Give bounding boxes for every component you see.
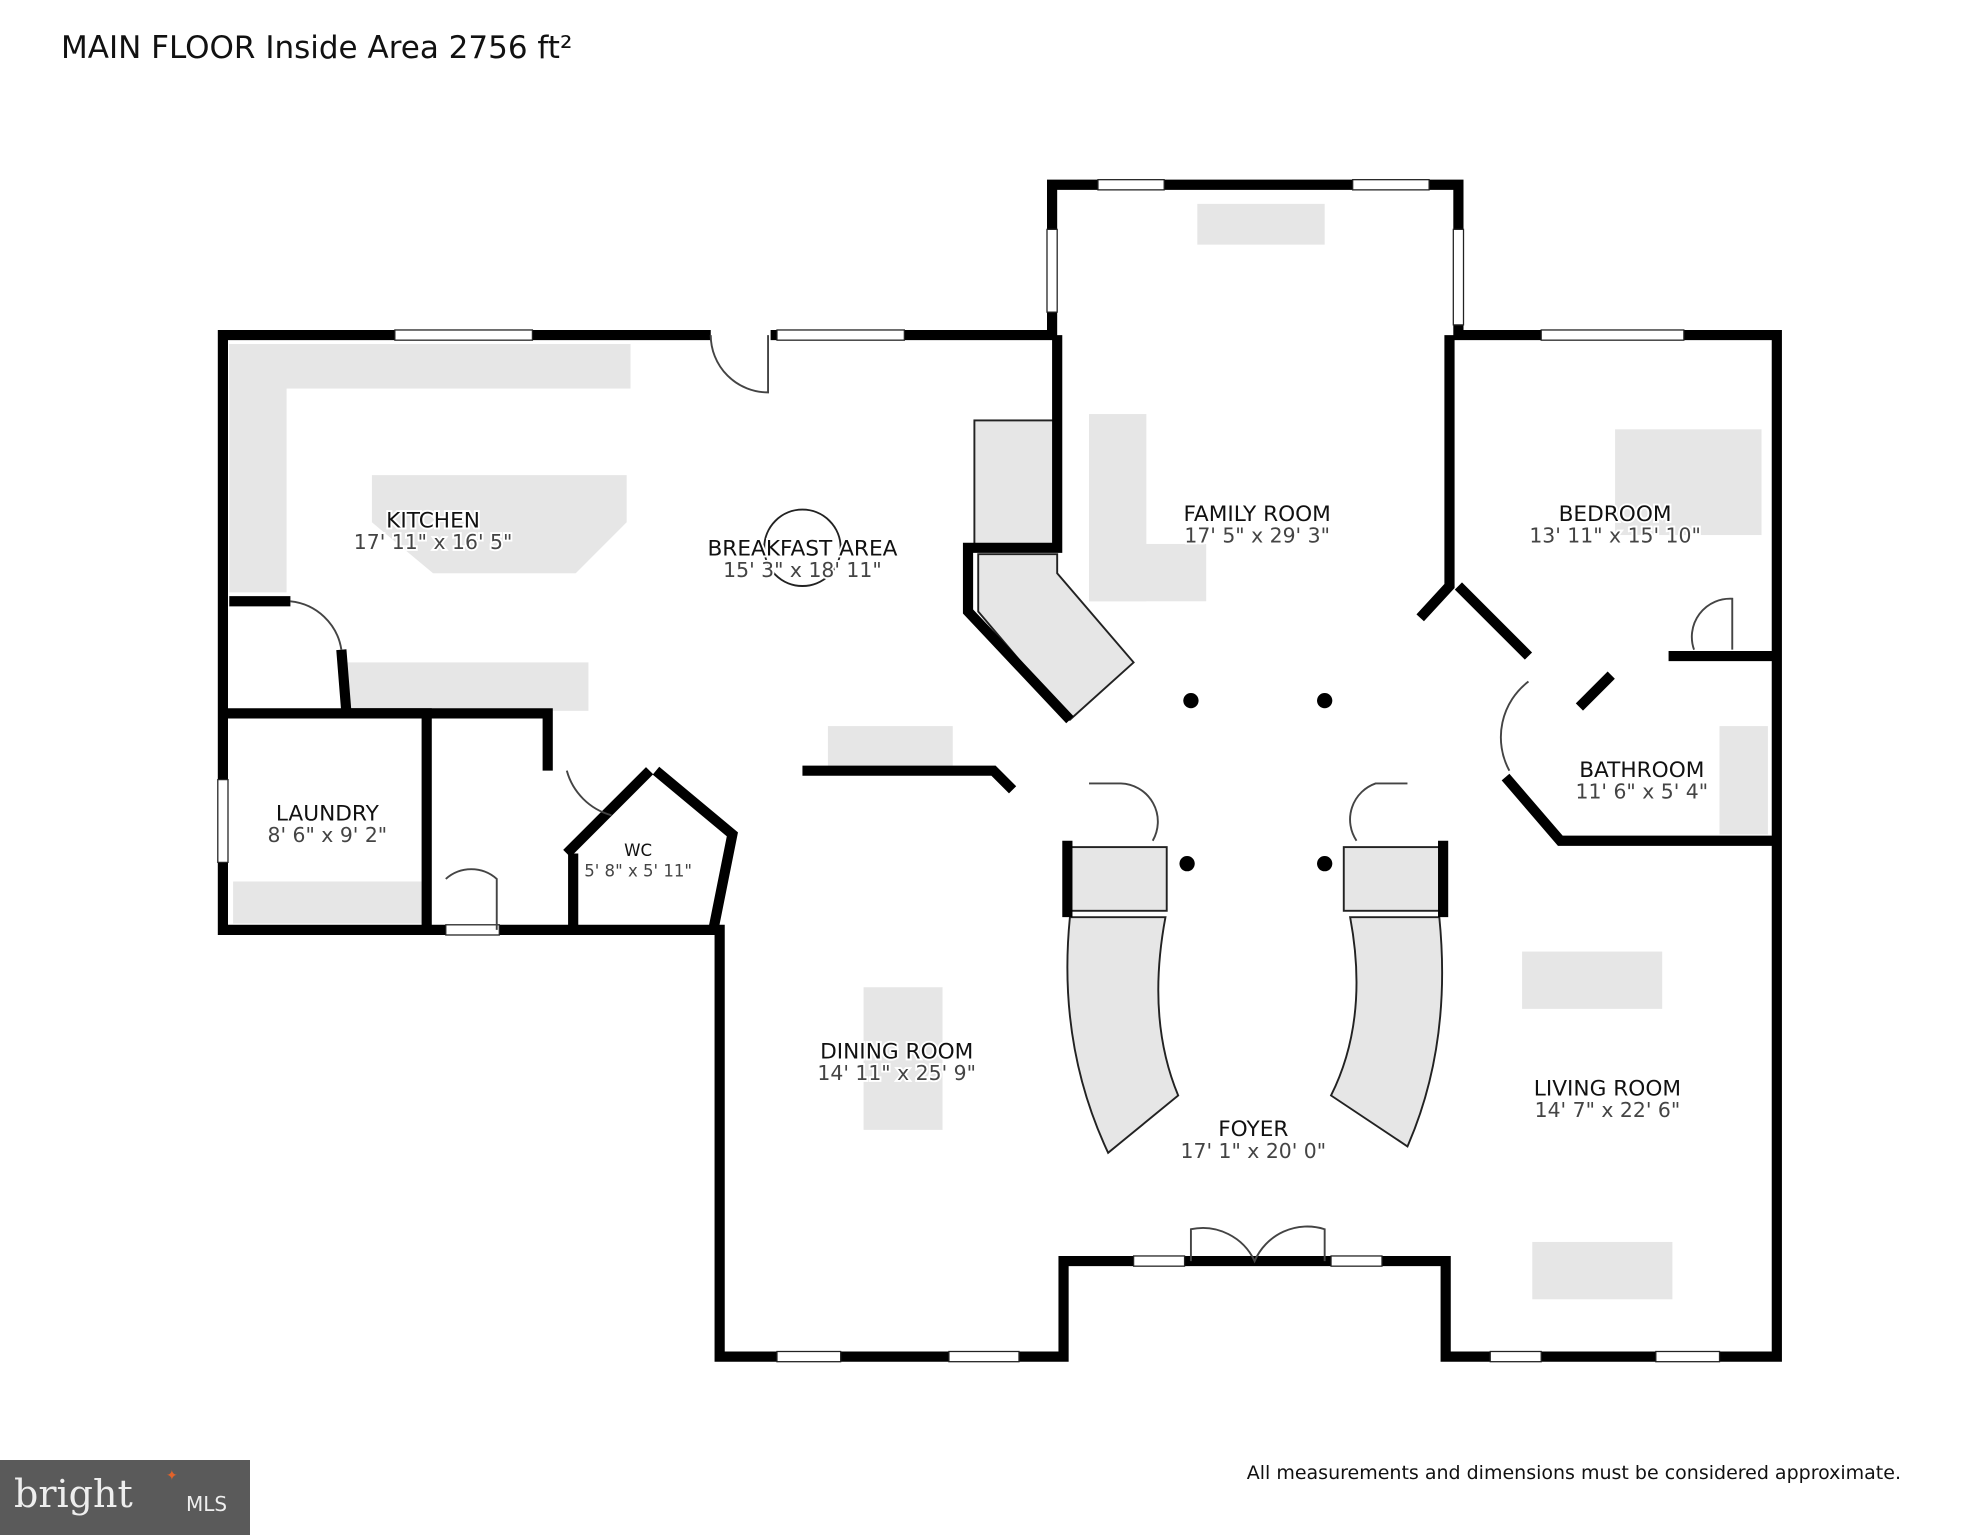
columns [1179,692,1333,872]
kitchen-dims: 17' 11" x 16' 5" [354,530,513,554]
living-room-dims: 14' 7" x 22' 6" [1535,1098,1681,1122]
logo-suffix: MLS [186,1492,228,1516]
breakfast-dims: 15' 3" x 18' 11" [723,558,882,582]
foyer-dims: 17' 1" x 20' 0" [1181,1139,1327,1163]
wc-label: WC [624,841,652,860]
bedroom-dims: 13' 11" x 15' 10" [1529,524,1700,548]
stairs [973,419,1445,1155]
laundry-dims: 8' 6" x 9' 2" [268,823,388,847]
dining-room-label: DINING ROOM [820,1040,973,1065]
fixtures [229,203,1768,1300]
doors [290,335,1734,1264]
room-labels: KITCHEN 17' 11" x 16' 5" BREAKFAST AREA … [266,500,1710,1165]
breakfast-label: BREAKFAST AREA [707,536,897,561]
logo-text: bright [14,1472,133,1516]
laundry-label: LAUNDRY [276,801,380,826]
windows [217,179,1721,1363]
bedroom-label: BEDROOM [1559,502,1672,527]
family-room-dims: 17' 5" x 29' 3" [1184,524,1330,548]
kitchen-label: KITCHEN [386,508,480,533]
wc-dims: 5' 8" x 5' 11" [584,861,692,880]
bright-mls-logo: bright ✦ MLS [0,1460,250,1535]
living-room-label: LIVING ROOM [1534,1076,1681,1101]
family-room-label: FAMILY ROOM [1183,502,1330,527]
dining-room-dims: 14' 11" x 25' 9" [817,1061,976,1085]
bathroom-label: BATHROOM [1579,758,1704,783]
logo-star-icon: ✦ [166,1468,178,1484]
foyer-label: FOYER [1218,1117,1288,1142]
bathroom-dims: 11' 6" x 5' 4" [1576,780,1709,804]
disclaimer: All measurements and dimensions must be … [1246,1462,1901,1484]
floor-title: MAIN FLOOR Inside Area 2756 ft² [61,30,573,66]
